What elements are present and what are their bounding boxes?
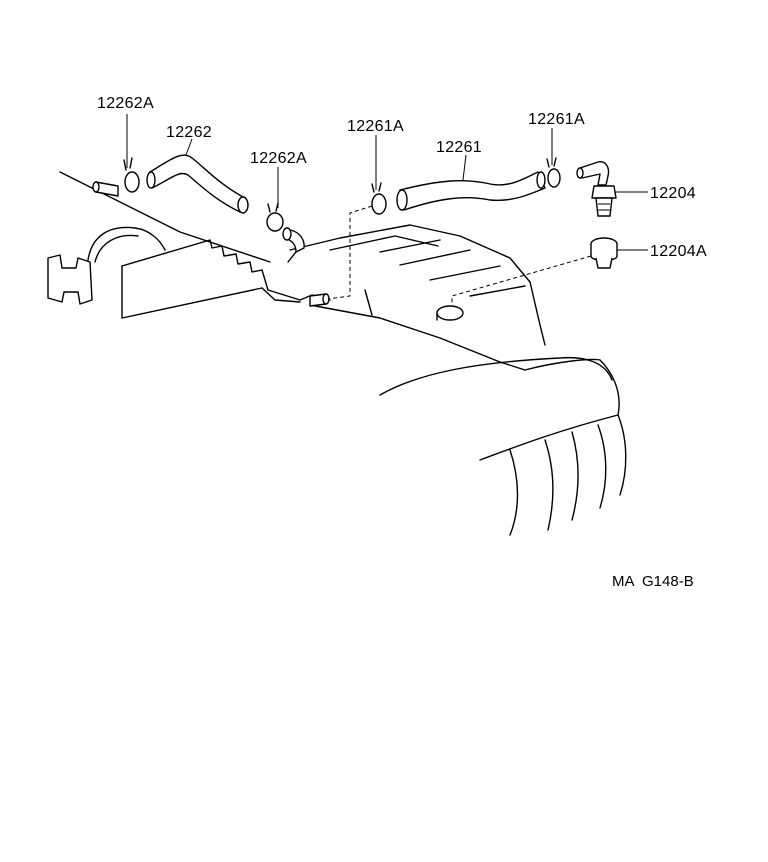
leader-lines: [126, 114, 648, 251]
grommet-12204A: [590, 237, 618, 269]
label-12204: 12204: [650, 185, 696, 202]
label-12261A-right: 12261A: [528, 111, 585, 128]
hose-12262: [146, 154, 249, 214]
clamp-12262A-right: [266, 202, 284, 232]
clamp-12261A-left: [371, 182, 387, 215]
clamp-12261A-right: [546, 157, 561, 188]
block-fittings: [92, 181, 330, 307]
clamp-12262A-left: [123, 157, 140, 193]
pcv-valve-12204: [576, 161, 617, 217]
label-12262: 12262: [166, 124, 212, 141]
hose-12261: [396, 171, 546, 211]
label-12262A-left: 12262A: [97, 95, 154, 112]
label-12261: 12261: [436, 139, 482, 156]
label-12261A-left: 12261A: [347, 118, 404, 135]
engine-block-outline: [47, 171, 627, 536]
label-12262A-right: 12262A: [250, 150, 307, 167]
dashed-connections: [327, 205, 592, 306]
label-12204A: 12204A: [650, 243, 707, 260]
diagram-reference-code: MA G148-B: [612, 573, 694, 590]
